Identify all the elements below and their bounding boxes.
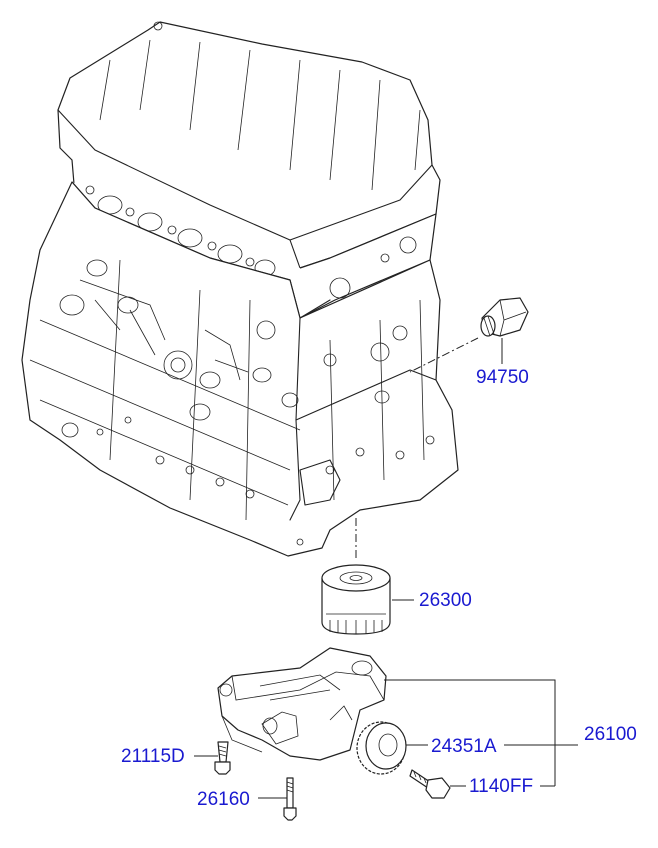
leader-26100 [384,679,578,787]
oil-filter[interactable] [321,564,391,635]
part-label-26160[interactable]: 26160 [197,789,250,810]
oil-pressure-switch[interactable] [480,297,529,337]
switch-guide-line [409,337,479,373]
head-front-edge [57,109,301,269]
block-front-corner [289,317,301,521]
block-panel-lines [29,259,425,521]
flange-bolt[interactable] [409,769,451,799]
engine-block[interactable] [21,21,459,557]
block-ribs [79,279,249,381]
head-stud [153,21,163,31]
part-label-24351A[interactable]: 24351A [431,736,497,757]
oil-filter-mount [299,459,341,506]
oil-pump-gear[interactable] [356,721,407,775]
oil-pump-assembly[interactable] [217,647,387,761]
part-label-1140FF[interactable]: 1140FF [469,776,534,797]
long-bolt[interactable] [283,777,297,821]
pump-bolt[interactable] [214,741,231,775]
head-side-edge [289,164,433,241]
part-label-94750[interactable]: 94750 [476,367,529,388]
part-label-26300[interactable]: 26300 [419,590,472,611]
head-ribs [99,39,421,191]
part-label-26100[interactable]: 26100 [584,724,637,745]
block-bosses [59,259,435,546]
block-side-edge [295,299,437,421]
part-label-21115D[interactable]: 21115D [121,746,185,767]
